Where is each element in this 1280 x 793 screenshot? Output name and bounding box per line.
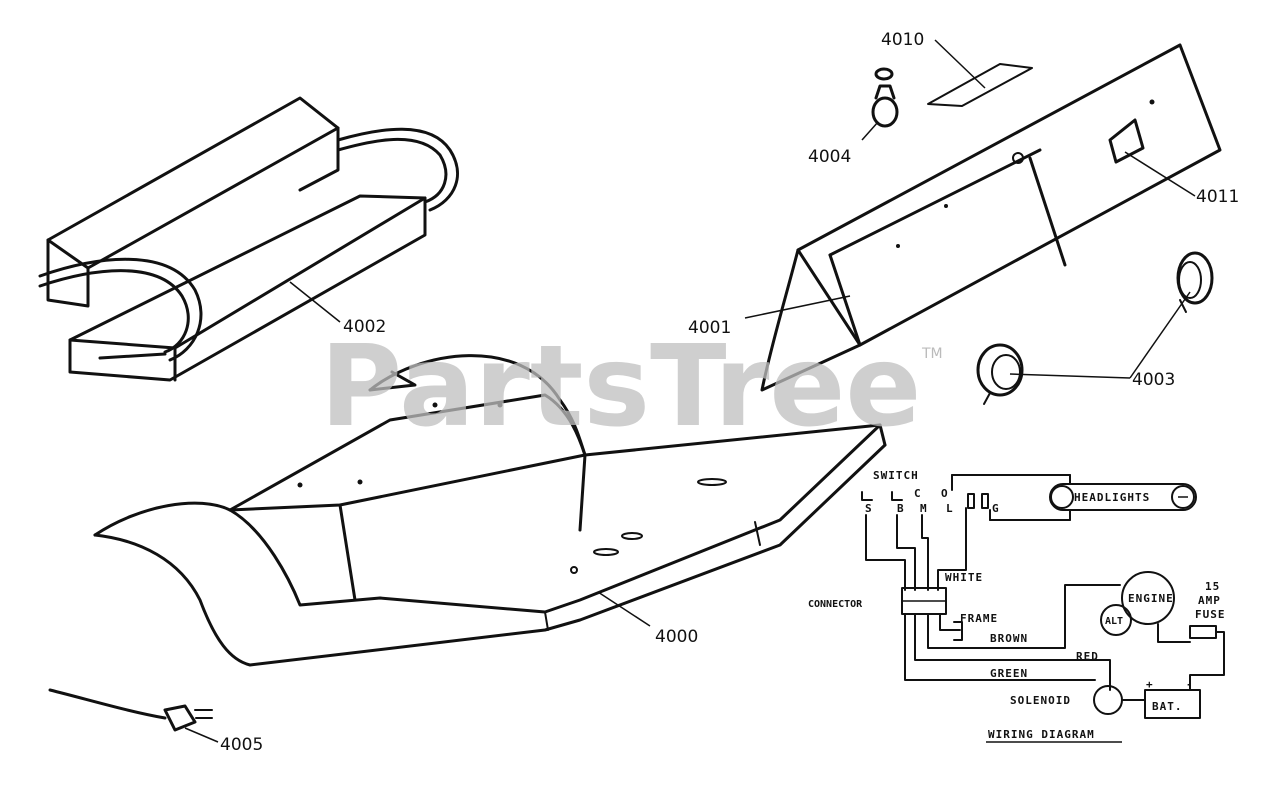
terminal-s: S [865,502,873,515]
terminal-b: B [897,502,905,515]
battery-label: BAT. [1152,700,1183,713]
alt-label: ALT [1105,616,1123,627]
green-wire-label: GREEN [990,667,1028,680]
watermark-tm: TM [921,346,943,362]
part-4001-drawing [744,43,1222,392]
frame-label: FRAME [960,612,998,625]
part-4005-drawing [48,688,219,743]
terminal-c: C [914,487,922,500]
connector-label: CONNECTOR [808,599,863,610]
fuse-amp-value: 15 [1205,580,1220,593]
label-4011: 4011 [1196,187,1239,207]
terminal-m: M [920,502,928,515]
label-4000: 4000 [655,627,698,647]
terminal-o: O [941,487,949,500]
terminal-l: L [946,502,954,515]
label-4005: 4005 [220,735,263,755]
wiring-diagram: SWITCH C O S B M L G HEADLIGHTS WHITE CO… [808,469,1226,743]
part-4003-drawing [976,251,1214,405]
red-wire-label: RED [1076,650,1099,663]
part-4002-drawing [38,96,459,382]
fuse-amp-label: AMP [1198,594,1221,607]
label-4002: 4002 [343,317,386,337]
wiring-diagram-title: WIRING DIAGRAM [988,728,1095,741]
switch-label: SWITCH [873,469,919,482]
headlights-label: HEADLIGHTS [1074,491,1150,504]
battery-plus: + [1146,678,1154,691]
label-4004: 4004 [808,147,851,167]
label-4001: 4001 [688,318,731,338]
battery-minus: - [1186,678,1194,691]
label-4010: 4010 [881,30,924,50]
part-4000-drawing [93,354,887,667]
solenoid-label: SOLENOID [1010,694,1071,707]
brown-wire-label: BROWN [990,632,1028,645]
white-wire-label: WHITE [945,571,983,584]
fuse-label: FUSE [1195,608,1226,621]
part-4010-drawing [927,39,1033,107]
part-4004-drawing [861,67,899,141]
label-4003: 4003 [1132,370,1175,390]
engine-label: ENGINE [1128,592,1174,605]
watermark-logo: PartsTree [320,322,921,452]
terminal-g: G [992,502,1000,515]
